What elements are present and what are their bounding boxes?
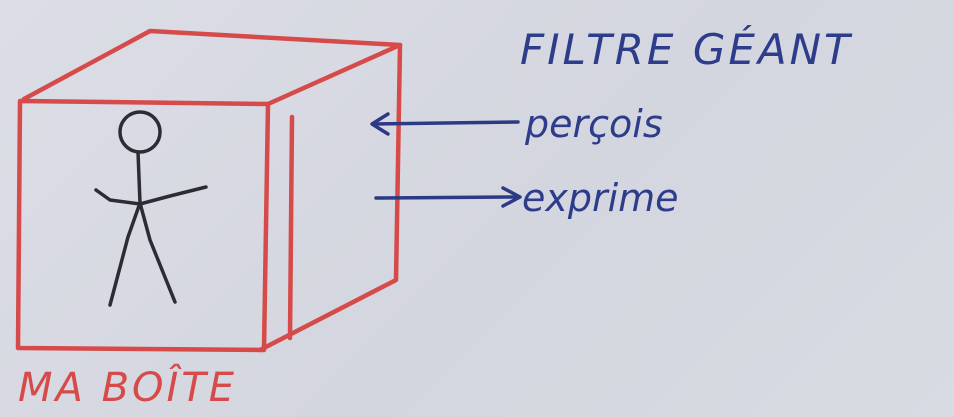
red-box [18,31,400,350]
label-perceive: perçois [524,102,663,146]
diagram-title: FILTRE GÉANT [520,24,853,74]
label-express: exprime [522,176,679,220]
box-top-right-edge [268,45,400,104]
box-side-stroke [290,117,292,338]
box-outline-back [24,31,400,350]
box-front-face [18,101,268,350]
arrow-left-icon [372,114,518,134]
label-box: MA BOÎTE [18,363,237,411]
stick-figure-icon [96,112,206,305]
